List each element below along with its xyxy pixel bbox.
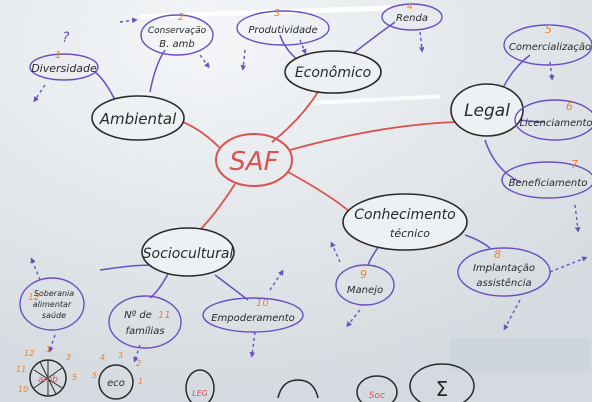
- leaf-licenciamento-label: Licenciamento: [519, 118, 592, 129]
- leaf-diversidade-number: 1: [55, 50, 61, 61]
- branch-economico: Econômico: [284, 50, 382, 94]
- svg-text:11: 11: [16, 365, 26, 374]
- leaf-n-familias: Nº de famílias 11: [108, 295, 182, 349]
- svg-text:1: 1: [138, 377, 143, 386]
- leaf-renda: Renda 4: [381, 2, 443, 31]
- leaf-soberania-label-3: saúde: [42, 311, 66, 320]
- leaf-diversidade: Diversidade 1: [29, 50, 99, 81]
- board-stain: [450, 338, 590, 372]
- svg-text:3: 3: [66, 353, 71, 362]
- leaf-comercializacao: Comercialização 5: [503, 23, 592, 66]
- bottom-tec-sketch: [277, 379, 319, 399]
- leaf-manejo: Manejo 9: [335, 264, 395, 306]
- bottom-soc-label: Soc: [369, 391, 385, 401]
- svg-text:5: 5: [92, 371, 97, 380]
- branch-conhecimento: Conhecimento técnico: [342, 193, 468, 251]
- leaf-produtividade-number: 3: [274, 8, 280, 19]
- leaf-renda-label: Renda: [396, 13, 428, 24]
- branch-ambiental: Ambiental: [91, 95, 185, 141]
- leaf-licenciamento-number: 6: [566, 100, 573, 113]
- leaf-beneficiamento-number: 7: [571, 158, 578, 171]
- bottom-leg-sketch: LEG: [185, 369, 215, 402]
- branch-legal: Legal: [450, 83, 524, 137]
- leaf-implantacao-label-2: assistência: [476, 277, 531, 289]
- leaf-beneficiamento-label: Beneficiamento: [509, 178, 588, 189]
- leaf-comercializacao-number: 5: [545, 23, 552, 36]
- leaf-empoderamento: Empoderamento 10: [202, 297, 304, 333]
- leaf-manejo-number: 9: [360, 268, 367, 281]
- leaf-licenciamento: Licenciamento 6: [514, 99, 592, 141]
- bottom-amb-label: amb: [38, 375, 58, 385]
- leaf-implantacao-number: 8: [494, 248, 501, 261]
- bottom-amb-sketch: amb 12 1 3 11 5 10: [16, 345, 77, 397]
- leaf-implantacao-label-1: Implantação: [473, 263, 535, 274]
- svg-text:2: 2: [136, 359, 141, 368]
- leaf-n-familias-label-2: famílias: [125, 325, 164, 337]
- question-mark: ?: [62, 30, 70, 46]
- leaf-comercializacao-label: Comercialização: [509, 42, 591, 53]
- branch-legal-label: Legal: [464, 101, 510, 121]
- center-node: SAF: [215, 133, 293, 187]
- light-reflection-2: [309, 94, 441, 106]
- leaf-conservacao: Conservação B. amb 2: [140, 12, 214, 56]
- branch-sociocultural: Sociocultural: [141, 227, 235, 277]
- svg-text:5: 5: [72, 373, 77, 382]
- bottom-leg-label: LEG: [192, 389, 208, 398]
- svg-text:3: 3: [118, 351, 123, 360]
- leaf-conservacao-number: 2: [178, 12, 184, 23]
- svg-text:1: 1: [46, 345, 51, 354]
- branch-conhecimento-label-2: técnico: [390, 227, 430, 240]
- leaf-soberania-label-2: alimentar: [33, 300, 72, 309]
- branch-economico-label: Econômico: [295, 65, 371, 81]
- leaf-beneficiamento: Beneficiamento 7: [501, 158, 592, 199]
- leaf-soberania: Soberania alimentar saúde 12: [19, 277, 85, 331]
- leaf-n-familias-number: 11: [158, 310, 171, 321]
- bottom-sum-label: Σ: [436, 377, 449, 401]
- leaf-manejo-label: Manejo: [347, 285, 383, 296]
- leaf-produtividade-label: Produtividade: [248, 25, 317, 36]
- svg-text:10: 10: [18, 385, 28, 394]
- leaf-empoderamento-label: Empoderamento: [211, 313, 295, 324]
- leaf-empoderamento-number: 10: [256, 298, 269, 309]
- leaf-produtividade: Produtividade 3: [236, 8, 330, 46]
- branch-sociocultural-label: Sociocultural: [143, 246, 234, 262]
- svg-text:12: 12: [24, 349, 34, 358]
- leaf-renda-number: 4: [407, 2, 413, 12]
- leaf-soberania-number: 12: [28, 293, 40, 303]
- leaf-n-familias-label-1: Nº de: [124, 310, 152, 321]
- leaf-conservacao-label-2: B. amb: [159, 39, 194, 50]
- bottom-soc-sketch: Soc: [356, 375, 398, 402]
- leaf-diversidade-label: Diversidade: [31, 62, 97, 75]
- bottom-eco-sketch: eco 4 3 2 5 1: [92, 351, 143, 400]
- center-label: SAF: [229, 147, 279, 177]
- score-marks: 12 1 3 11 5 10: [16, 345, 77, 394]
- leaf-conservacao-label-1: Conservação: [148, 26, 207, 36]
- branch-ambiental-label: Ambiental: [99, 110, 177, 128]
- leaf-implantacao: Implantação assistência 8: [457, 247, 551, 297]
- branch-conhecimento-label-1: Conhecimento: [354, 207, 455, 223]
- bottom-sum-sketch: Σ: [409, 363, 475, 402]
- bottom-eco-label: eco: [107, 378, 125, 389]
- svg-text:4: 4: [100, 353, 105, 362]
- leaf-soberania-label-1: Soberania: [34, 289, 74, 298]
